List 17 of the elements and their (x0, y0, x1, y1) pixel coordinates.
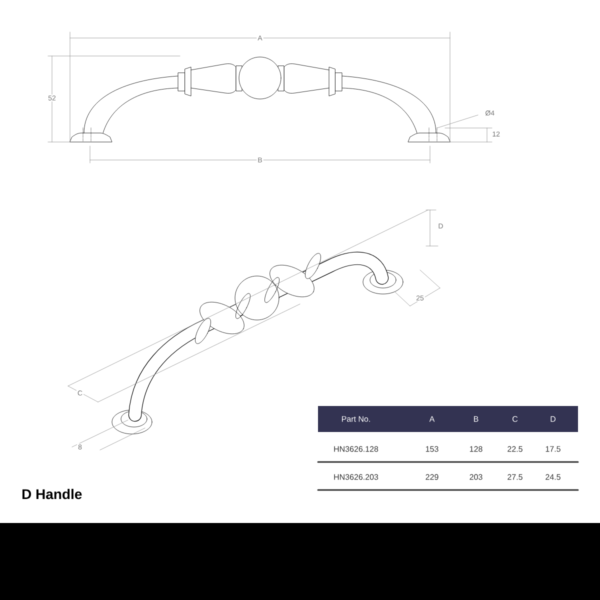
table-cell: 128 (470, 446, 482, 452)
table-header: Part No. A B C D (318, 406, 578, 432)
label: B (474, 416, 478, 422)
table-cell: 22.5 (508, 446, 522, 452)
label: D (550, 416, 556, 422)
table-cell: 229 (426, 474, 438, 480)
table-cell: HN3626.203 (334, 474, 378, 480)
table-cell: HN3626.128 (334, 446, 378, 452)
table-cell: 17.5 (546, 446, 560, 452)
title: D Handle (22, 488, 82, 500)
label: Part No. (342, 416, 370, 422)
table-cell: 153 (426, 446, 438, 452)
label: C (512, 416, 518, 422)
label: A (429, 416, 435, 422)
table-cell: 203 (470, 474, 482, 480)
table-cell: 24.5 (546, 474, 560, 480)
table-cell: 27.5 (508, 474, 522, 480)
